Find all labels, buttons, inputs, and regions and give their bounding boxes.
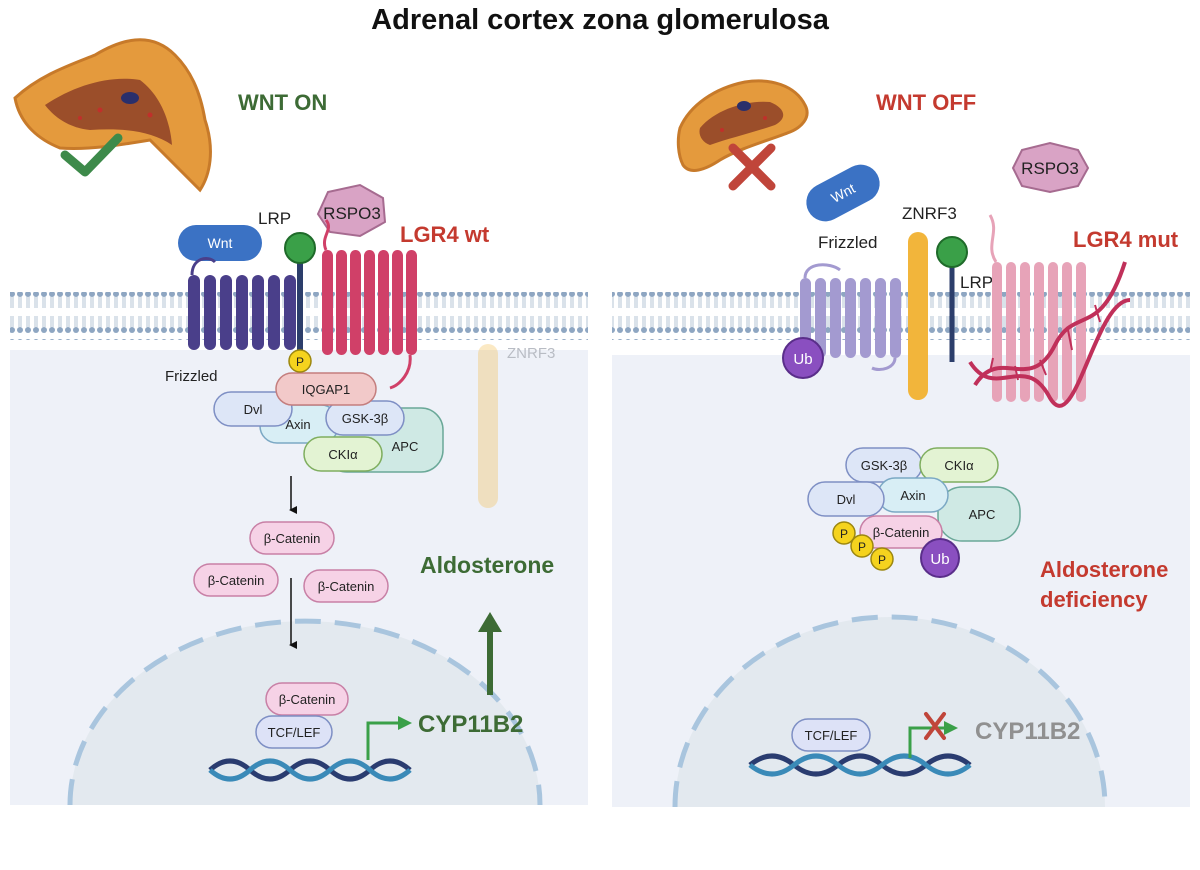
left-iqgap1-label: IQGAP1 [302,382,350,397]
figure-title: Adrenal cortex zona glomerulosa [371,4,829,36]
left-rspo3 [316,183,387,238]
right-outcome-line1: Aldosterone [1040,557,1168,582]
left-wnt-label: Wnt [208,235,233,251]
left-ckia [303,436,383,472]
right-promoter-arrowhead [944,721,958,735]
right-rspo3-label: RSPO3 [1021,159,1079,178]
right-ckia-label: CKIα [944,458,974,473]
right-dvl [807,481,885,517]
right-gene-label: CYP11B2 [975,718,1080,745]
left-heading: WNT ON [238,90,327,115]
left-bcatenin-3 [303,569,389,603]
right-apc [937,486,1021,542]
right-bcatenin-label: β-Catenin [873,525,930,540]
right-tcf-lef [791,718,871,752]
left-gsk3b-label: GSK-3β [342,411,389,426]
right-phospho-1 [832,521,856,545]
right-panel: WNT OFF Wnt RSPO3 ZNRF3 Frizzled Ub LRP [612,79,1190,808]
transcription-block-icon [924,712,946,740]
right-lrp [936,236,968,268]
left-phospho [288,349,312,373]
right-ubiquitin-2-label: Ub [930,551,949,568]
left-lrp-label: LRP [258,209,291,228]
left-panel: WNT ON Wnt Frizzled LRP RSPO3 [10,38,588,806]
right-frizzled-receptor [800,263,901,372]
left-iqgap1 [275,372,377,406]
right-tcf-lef-label: TCF/LEF [805,728,858,743]
right-znrf3-label: ZNRF3 [902,204,957,223]
right-complex: APC GSK-3β CKIα Axin Dvl β-Catenin P P P… [807,447,1021,578]
left-nuclear-envelope [67,618,543,806]
left-lgr4-label: LGR4 wt [400,222,490,247]
left-ckia-label: CKIα [328,447,358,462]
left-bcatenin-1-label: β-Catenin [264,531,321,546]
right-phospho-3-label: P [878,553,886,567]
left-gene-label: CYP11B2 [418,711,523,738]
left-promoter-arrow [366,721,398,760]
left-bcatenin-3-label: β-Catenin [318,579,375,594]
right-apc-label: APC [969,507,996,522]
right-axin-label: Axin [900,488,925,503]
left-tcf-lef [255,715,333,749]
left-rspo3-label: RSPO3 [323,204,381,223]
right-rspo3 [1011,141,1090,194]
left-bcatenin-nuclear-label: β-Catenin [279,692,336,707]
left-bcatenin-2 [193,563,279,597]
right-ckia [919,447,999,483]
left-znrf3-label: ZNRF3 [507,345,555,362]
left-phospho-label: P [296,355,304,369]
right-lgr4-label: LGR4 mut [1073,227,1179,252]
check-icon [60,133,123,177]
left-bcatenin-2-label: β-Catenin [208,573,265,588]
left-znrf3 [478,344,498,508]
right-frizzled-label: Frizzled [818,233,878,252]
adrenal-gland-icon [13,38,212,193]
left-axin-label: Axin [285,417,310,432]
left-bcatenin-nuclear [265,682,349,716]
adrenal-gland-small-icon [676,79,809,172]
left-complex: APC Axin Dvl GSK-3β CKIα IQGAP1 P [213,349,444,473]
right-ubiquitin-1-label: Ub [793,351,812,368]
left-frizzled-label: Frizzled [165,368,218,385]
right-heading: WNT OFF [876,90,976,115]
right-dvl-label: Dvl [837,492,856,507]
right-bcatenin [859,515,943,549]
right-ubiquitin-1 [782,337,824,379]
right-outcome-line2: deficiency [1040,587,1148,612]
left-lrp [284,232,316,264]
right-phospho-3 [870,547,894,571]
right-ubiquitin-2 [920,538,960,578]
right-znrf3 [908,232,928,400]
right-gsk3b-label: GSK-3β [861,458,908,473]
right-nuclear-envelope [672,614,1108,808]
left-dvl-label: Dvl [244,402,263,417]
left-dna [208,758,412,782]
left-lgr4-receptor [322,219,417,390]
right-phospho-1-label: P [840,527,848,541]
left-frizzled-receptor [188,257,296,350]
left-tcf-lef-label: TCF/LEF [268,725,321,740]
left-dvl [213,391,293,427]
right-phospho-2 [850,534,874,558]
right-wnt [806,164,880,222]
cross-icon [728,143,776,191]
left-bcatenin-1 [249,521,335,555]
left-promoter-arrowhead [398,716,412,730]
left-wnt [178,225,262,261]
mutation-dna-icon [968,261,1131,408]
left-outcome: Aldosterone [420,552,554,578]
right-dna [748,753,972,777]
left-upregulation-arrowhead [478,612,502,632]
right-phospho-2-label: P [858,540,866,554]
right-lrp-label: LRP [960,273,993,292]
left-apc-label: APC [392,439,419,454]
